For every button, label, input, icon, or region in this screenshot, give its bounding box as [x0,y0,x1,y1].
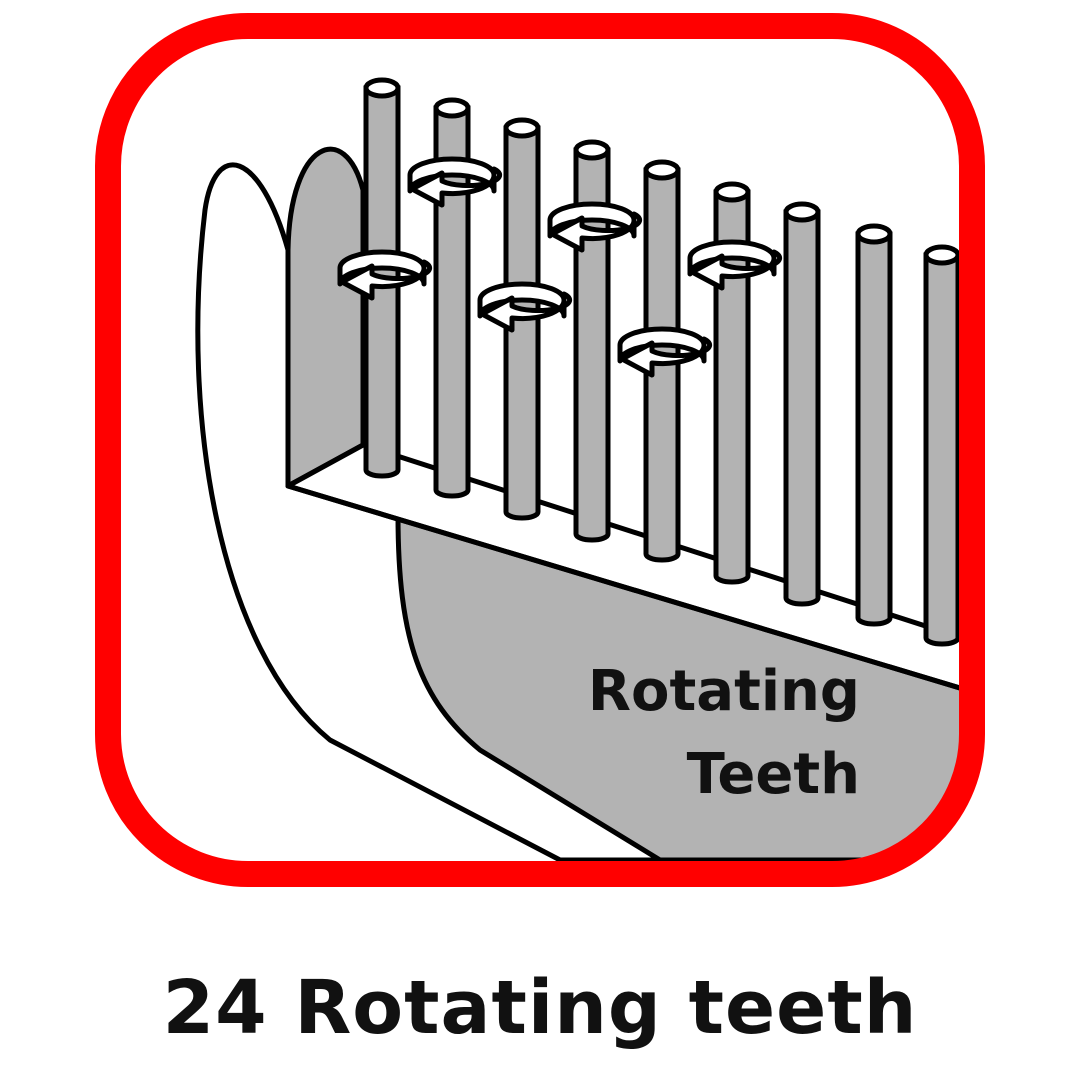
brush-end-cap [285,146,366,489]
rotation-arrow-icon [617,326,713,378]
icon-label-line2: Teeth [687,742,860,807]
icon-label-line1: Rotating [588,659,860,724]
rotation-arrow-icon [407,156,503,208]
rotation-arrow-icon [477,281,573,333]
tooth [855,223,893,627]
rotation-arrow-icon [337,249,433,301]
brush-underside [395,512,972,863]
tooth [503,117,541,521]
caption: 24 Rotating teeth [162,965,918,1051]
rotation-arrow-icon [687,239,783,291]
frame-border [95,13,985,887]
tooth [783,201,821,607]
rotation-arrow-icon [547,201,643,253]
tooth [923,244,961,647]
